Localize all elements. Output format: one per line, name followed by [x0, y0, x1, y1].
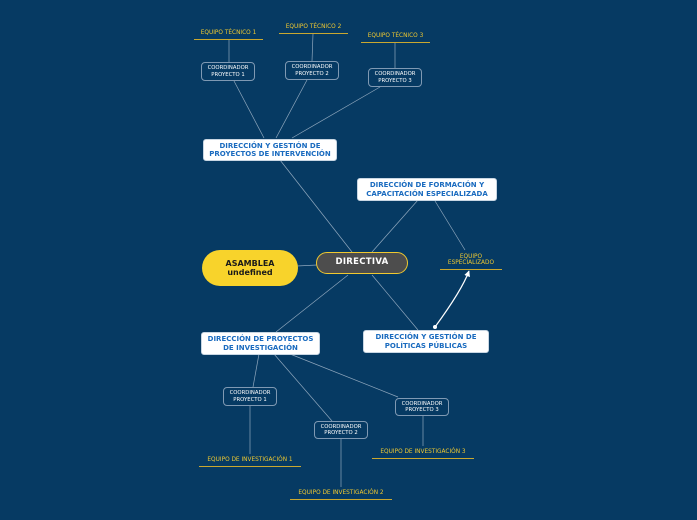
link-politicas-equipo-start	[433, 325, 437, 329]
link-investigacion-coord2	[273, 353, 333, 422]
coordinator-top-1[interactable]: COORDINADOR PROYECTO 1	[201, 62, 255, 81]
link-directiva-politicas	[371, 274, 419, 331]
link-formacion-equipo	[434, 200, 466, 251]
branch-intervencion[interactable]: DIRECCIÓN Y GESTIÓN DE PROYECTOS DE INTE…	[203, 139, 337, 161]
link-assembly-directiva	[296, 264, 318, 267]
link-directiva-formacion	[371, 199, 419, 253]
directiva-node[interactable]: DIRECTIVA	[316, 252, 408, 274]
link-investigacion-coord1	[252, 353, 260, 388]
link-coord2-tec2	[311, 33, 314, 62]
team-tecnico-3[interactable]: EQUIPO TÉCNICO 3	[361, 31, 430, 43]
branch-formacion[interactable]: DIRECCIÓN DE FORMACIÓN Y CAPACITACIÓN ES…	[357, 178, 497, 201]
asamblea-node[interactable]: ASAMBLEA undefined	[202, 250, 298, 286]
team-investigacion-3[interactable]: EQUIPO DE INVESTIGACIÓN 3	[372, 447, 474, 459]
coordinator-bottom-1[interactable]: COORDINADOR PROYECTO 1	[223, 387, 277, 406]
coordinator-top-2[interactable]: COORDINADOR PROYECTO 2	[285, 61, 339, 80]
link-intervencion-coord2	[275, 79, 308, 139]
coordinator-bottom-2[interactable]: COORDINADOR PROYECTO 2	[314, 421, 368, 439]
team-especializado[interactable]: EQUIPO ESPECIALIZADO	[440, 250, 502, 270]
link-intervencion-coord1	[233, 80, 265, 139]
branch-investigacion[interactable]: DIRECCIÓN DE PROYECTOS DE INVESTIGACIÓN	[201, 332, 320, 355]
branch-politicas[interactable]: DIRECCIÓN Y GESTIÓN DE POLÍTICAS PÚBLICA…	[363, 330, 489, 353]
link-directiva-investigacion	[275, 274, 349, 333]
link-intervencion-coord3	[291, 86, 381, 139]
link-politicas-equipo	[434, 270, 470, 328]
team-tecnico-2[interactable]: EQUIPO TÉCNICO 2	[279, 22, 348, 34]
team-investigacion-2[interactable]: EQUIPO DE INVESTIGACIÓN 2	[290, 488, 392, 500]
coordinator-bottom-3[interactable]: COORDINADOR PROYECTO 3	[395, 398, 449, 416]
team-investigacion-1[interactable]: EQUIPO DE INVESTIGACIÓN 1	[199, 455, 301, 467]
coordinator-top-3[interactable]: COORDINADOR PROYECTO 3	[368, 68, 422, 87]
link-directiva-intervencion	[279, 159, 353, 253]
team-tecnico-1[interactable]: EQUIPO TÉCNICO 1	[194, 28, 263, 40]
link-investigacion-coord3	[289, 353, 399, 398]
